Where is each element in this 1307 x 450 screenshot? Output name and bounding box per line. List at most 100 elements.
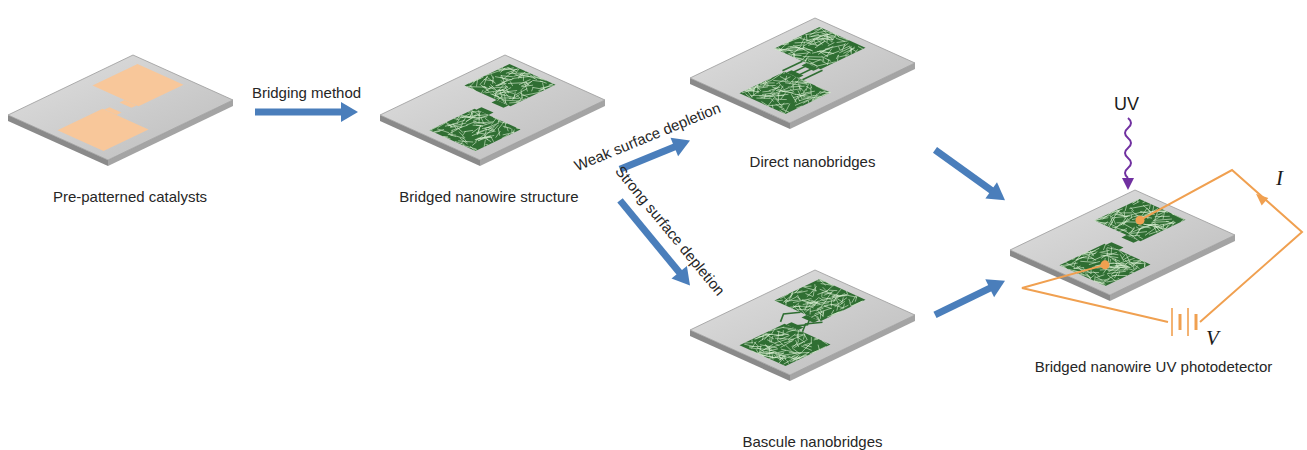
voltage-symbol: V [1206, 326, 1219, 351]
nanowire-strand [778, 50, 787, 51]
nanowire-strand [839, 46, 841, 50]
nanowire-strand [496, 84, 503, 92]
nanowire-strand [1078, 256, 1080, 257]
nanowire-strand [785, 76, 787, 81]
arrow-shaft [935, 287, 992, 315]
nanowire-strand [842, 297, 844, 304]
nanowire-strand [814, 315, 820, 322]
arrow-label: Bridging method [252, 84, 361, 101]
nanowire-strand [457, 116, 462, 122]
nanowire-strand [502, 87, 511, 92]
nanowire-strand [1100, 222, 1109, 223]
nanowire-strand [836, 55, 838, 59]
nanowire-strand [745, 94, 750, 98]
nanowire-strand [784, 356, 786, 360]
nanowire-strand [756, 98, 770, 99]
nanowire-strand [1107, 271, 1126, 273]
nanowire-strand [802, 48, 811, 53]
nanowire-strand [817, 39, 823, 45]
nanowire-strand [790, 306, 801, 307]
nanowire-strand [816, 300, 835, 303]
nanowire-strand [473, 77, 483, 81]
nanowire-strand [745, 85, 759, 91]
nanowire-strand [796, 296, 800, 299]
nanowire-strand [526, 82, 529, 86]
uv-label: UV [1114, 94, 1139, 115]
nanowire-strand [1152, 221, 1169, 223]
nanowire-strand [1094, 276, 1096, 281]
nanowire-strand [797, 334, 799, 342]
substrate-chip [690, 18, 915, 129]
nanowire-strand [836, 38, 845, 41]
catalyst-pad [120, 100, 137, 108]
nanowire-strand [786, 329, 796, 332]
contact-dot [1136, 216, 1145, 225]
nanowire-strand [784, 341, 792, 343]
nanowire-strand [824, 51, 839, 56]
nanowire-pad [477, 107, 494, 115]
nanowire-strand [1081, 257, 1094, 258]
nanowire-strand [1118, 250, 1123, 255]
nanowire-strand [1171, 222, 1174, 226]
nanowire-strand [473, 122, 486, 124]
nanowire-strand [1130, 261, 1141, 264]
nanowire-strand [813, 289, 814, 296]
substrate-chip [8, 55, 233, 166]
nanowire-strand [816, 62, 835, 66]
nanowire-strand [1143, 205, 1151, 212]
nanowire-strand [849, 299, 851, 304]
nanowire-strand [798, 90, 802, 99]
nanowire-strand [1129, 268, 1137, 273]
nanowire-strand [791, 80, 799, 87]
nanowire-strand [1077, 255, 1080, 259]
nanowire-strand [1172, 213, 1184, 219]
nanowire-strand [804, 333, 808, 340]
nanowire-pad [1122, 235, 1139, 243]
nanobridge [803, 70, 823, 80]
nanowire-strand [801, 346, 812, 351]
nanowire-strand [790, 355, 807, 362]
nanowire-strand [775, 350, 786, 353]
nanowire-strand [756, 349, 759, 354]
nanowire-strand [803, 42, 805, 48]
nanowire-strand [488, 125, 496, 130]
nanowire-strand [842, 43, 846, 51]
nanowire-strand [831, 310, 834, 314]
nanowire-strand [508, 92, 514, 94]
nanowire-strand [747, 89, 755, 91]
stage-figure: Bascule nanobridges [690, 265, 935, 450]
current-symbol: I [1276, 166, 1283, 191]
nanowire-strand [1131, 210, 1138, 216]
nanowire-strand [1124, 260, 1130, 265]
nanowire-strand [836, 289, 841, 295]
nanowire-strand [822, 62, 827, 65]
arrowhead [341, 102, 358, 122]
nanowire-strand [521, 81, 532, 90]
nanowire-strand [491, 118, 496, 124]
figure-caption: Bascule nanobridges [690, 433, 935, 450]
nanowire-strand [1111, 211, 1119, 217]
nanowire-strand [746, 88, 756, 92]
nanowire-strand [789, 77, 796, 84]
nanowire-strand [1117, 214, 1124, 216]
nanowire-strand [438, 122, 447, 128]
nanowire-strand [788, 45, 803, 47]
nanowire-strand [813, 300, 822, 305]
nanowire-strand [512, 131, 514, 133]
nanowire-strand [794, 57, 803, 59]
nanowire-pad [1095, 199, 1186, 241]
nanowire-strand [1107, 248, 1118, 250]
nanowire-pad [740, 324, 831, 366]
nanowire-strand [826, 292, 832, 300]
nanowire-strand [801, 91, 815, 94]
nanowire-strand [829, 295, 847, 299]
nanowire-strand [499, 94, 514, 98]
nanowire-pad [1060, 244, 1151, 286]
battery-plate [1195, 314, 1198, 330]
nanowire-strand [526, 82, 528, 86]
nanobridge [790, 64, 810, 74]
nanowire-strand [1078, 274, 1085, 276]
nanowire-strand [1149, 230, 1161, 234]
nanowire-strand [1153, 205, 1154, 212]
nanowire-strand [818, 345, 819, 350]
